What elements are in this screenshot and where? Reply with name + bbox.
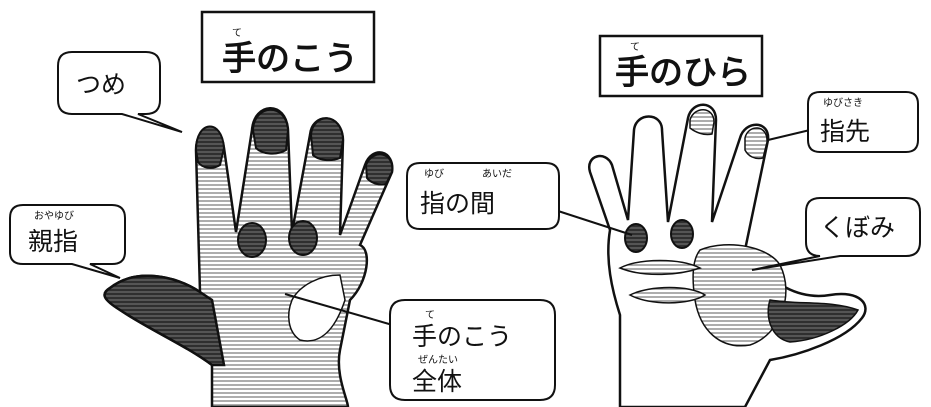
label-between-ruby-yubi: ゆび bbox=[424, 168, 444, 180]
callout-between: ゆび あいだ 指の間 bbox=[406, 162, 633, 236]
palm-thumb-base bbox=[767, 299, 860, 343]
label-nail: つめ bbox=[76, 70, 126, 99]
back-hand-outline bbox=[103, 107, 394, 407]
palm-web-2 bbox=[670, 219, 694, 249]
title-palm-ruby: て bbox=[630, 42, 640, 53]
callout-back-whole: て 手のこう ぜんたい 全体 bbox=[284, 293, 556, 401]
web-1 bbox=[237, 222, 267, 258]
label-fingertip: 指先 bbox=[820, 117, 870, 146]
callout-fingertip: ゆびさき 指先 bbox=[767, 91, 919, 153]
back-thumb bbox=[103, 274, 226, 367]
label-hollow: くぼみ bbox=[820, 213, 895, 242]
palm-crease-2 bbox=[628, 286, 707, 304]
callout-thumb: おやゆび 親指 bbox=[9, 204, 126, 279]
label-fingertip-ruby: ゆびさき bbox=[823, 97, 863, 109]
title-palm: て 手のひら bbox=[598, 34, 764, 98]
nail-ring bbox=[309, 117, 345, 162]
fingertip-shade bbox=[744, 127, 768, 160]
title-back: て 手のこう bbox=[200, 10, 376, 84]
palm-web-1 bbox=[624, 223, 648, 253]
palm-of-hand bbox=[588, 103, 867, 407]
callout-nail: つめ bbox=[57, 51, 183, 133]
title-back-text: 手のこう bbox=[222, 39, 358, 79]
label-between-ruby-aida: あいだ bbox=[482, 168, 512, 180]
label-between: 指の間 bbox=[420, 189, 495, 218]
label-back-whole-2: 全体 bbox=[412, 367, 462, 396]
label-thumb-ruby: おやゆび bbox=[34, 210, 74, 222]
label-thumb: 親指 bbox=[28, 227, 78, 256]
title-back-ruby: て bbox=[232, 28, 242, 39]
label-back-whole-2-ruby: ぜんたい bbox=[418, 354, 458, 366]
callout-hollow: くぼみ bbox=[751, 197, 921, 271]
back-highlight bbox=[287, 274, 346, 342]
label-back-whole-1: 手のこう bbox=[412, 322, 512, 351]
palm-crease-1 bbox=[618, 259, 702, 276]
label-back-whole-ruby: て bbox=[425, 310, 435, 321]
nail-middle bbox=[251, 108, 290, 155]
fingertip-shade-2 bbox=[689, 109, 715, 136]
back-of-hand bbox=[103, 107, 394, 407]
nail-index bbox=[194, 125, 226, 169]
web-2 bbox=[288, 220, 318, 256]
nail-little bbox=[364, 153, 394, 186]
title-palm-text: 手のひら bbox=[615, 53, 751, 93]
